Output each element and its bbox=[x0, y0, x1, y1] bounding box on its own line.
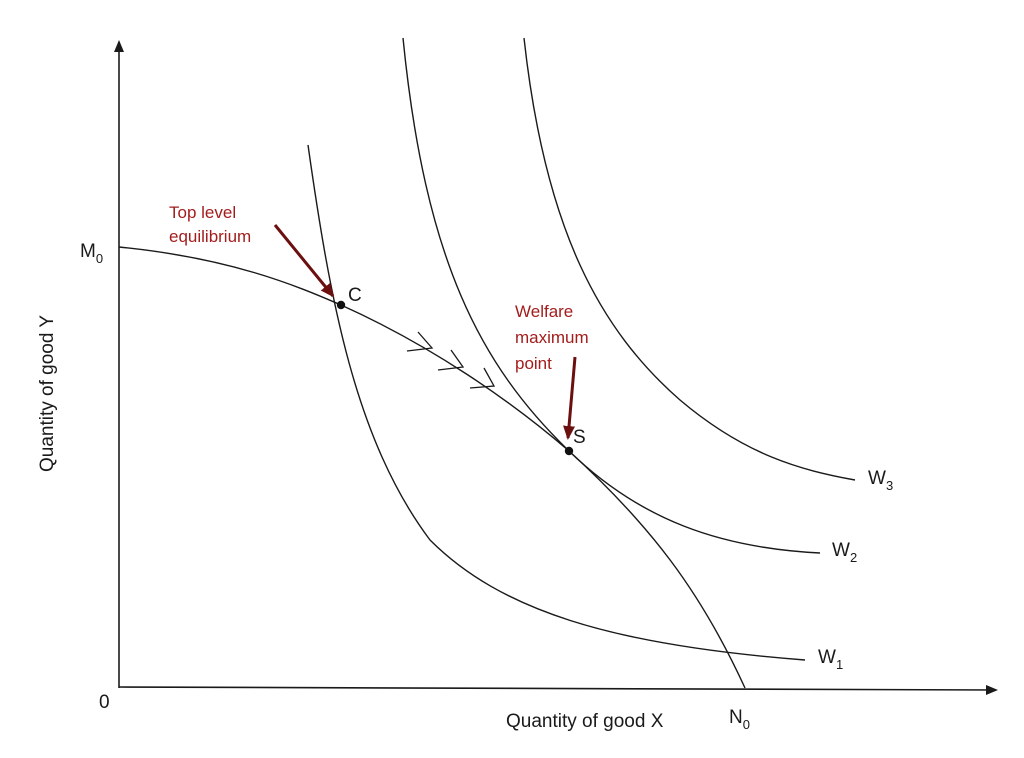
y-intercept-main: M bbox=[80, 241, 96, 262]
point-s-marker bbox=[564, 446, 574, 456]
w3-sub: 3 bbox=[886, 478, 893, 493]
w1-label: W1 bbox=[818, 647, 843, 672]
y-intercept-sub: 0 bbox=[96, 251, 103, 266]
direction-arrow-2 bbox=[437, 349, 465, 371]
w3-label: W3 bbox=[868, 468, 893, 493]
point-s-label: S bbox=[573, 427, 586, 448]
welfare-max-note-line1: Welfare bbox=[515, 302, 573, 321]
top-level-arrow bbox=[273, 224, 335, 298]
welfare-max-note-line3: point bbox=[515, 354, 552, 373]
w2-main: W bbox=[832, 540, 850, 561]
direction-arrow-1 bbox=[406, 331, 434, 352]
x-axis-title: Quantity of good X bbox=[506, 711, 664, 732]
w2-sub: 2 bbox=[850, 550, 857, 565]
y-axis-title: Quantity of good Y bbox=[37, 315, 58, 472]
top-level-note-line2: equilibrium bbox=[169, 227, 251, 246]
production-possibility-curve bbox=[118, 246, 746, 689]
x-axis bbox=[118, 684, 998, 695]
welfare-max-arrow bbox=[563, 356, 577, 440]
w3-main: W bbox=[868, 468, 886, 489]
origin-label: 0 bbox=[99, 692, 110, 713]
w2-label: W2 bbox=[832, 540, 857, 565]
direction-arrow-3 bbox=[469, 367, 496, 389]
welfare-curve-w1 bbox=[307, 144, 806, 661]
x-intercept-main: N bbox=[729, 707, 743, 728]
x-intercept-sub: 0 bbox=[743, 717, 750, 732]
x-intercept-label: N0 bbox=[729, 707, 750, 732]
w1-main: W bbox=[818, 647, 836, 668]
welfare-max-note: Welfare maximum point bbox=[515, 302, 593, 373]
point-c-label: C bbox=[348, 285, 362, 306]
w1-sub: 1 bbox=[836, 657, 843, 672]
point-c-marker bbox=[336, 300, 346, 310]
welfare-max-note-line2: maximum bbox=[515, 328, 589, 347]
welfare-curve-w3 bbox=[523, 37, 856, 481]
welfare-curve-w2 bbox=[402, 37, 821, 554]
top-level-note-line1: Top level bbox=[169, 203, 236, 222]
y-intercept-label: M0 bbox=[80, 241, 103, 266]
top-level-note: Top level equilibrium bbox=[169, 203, 251, 246]
